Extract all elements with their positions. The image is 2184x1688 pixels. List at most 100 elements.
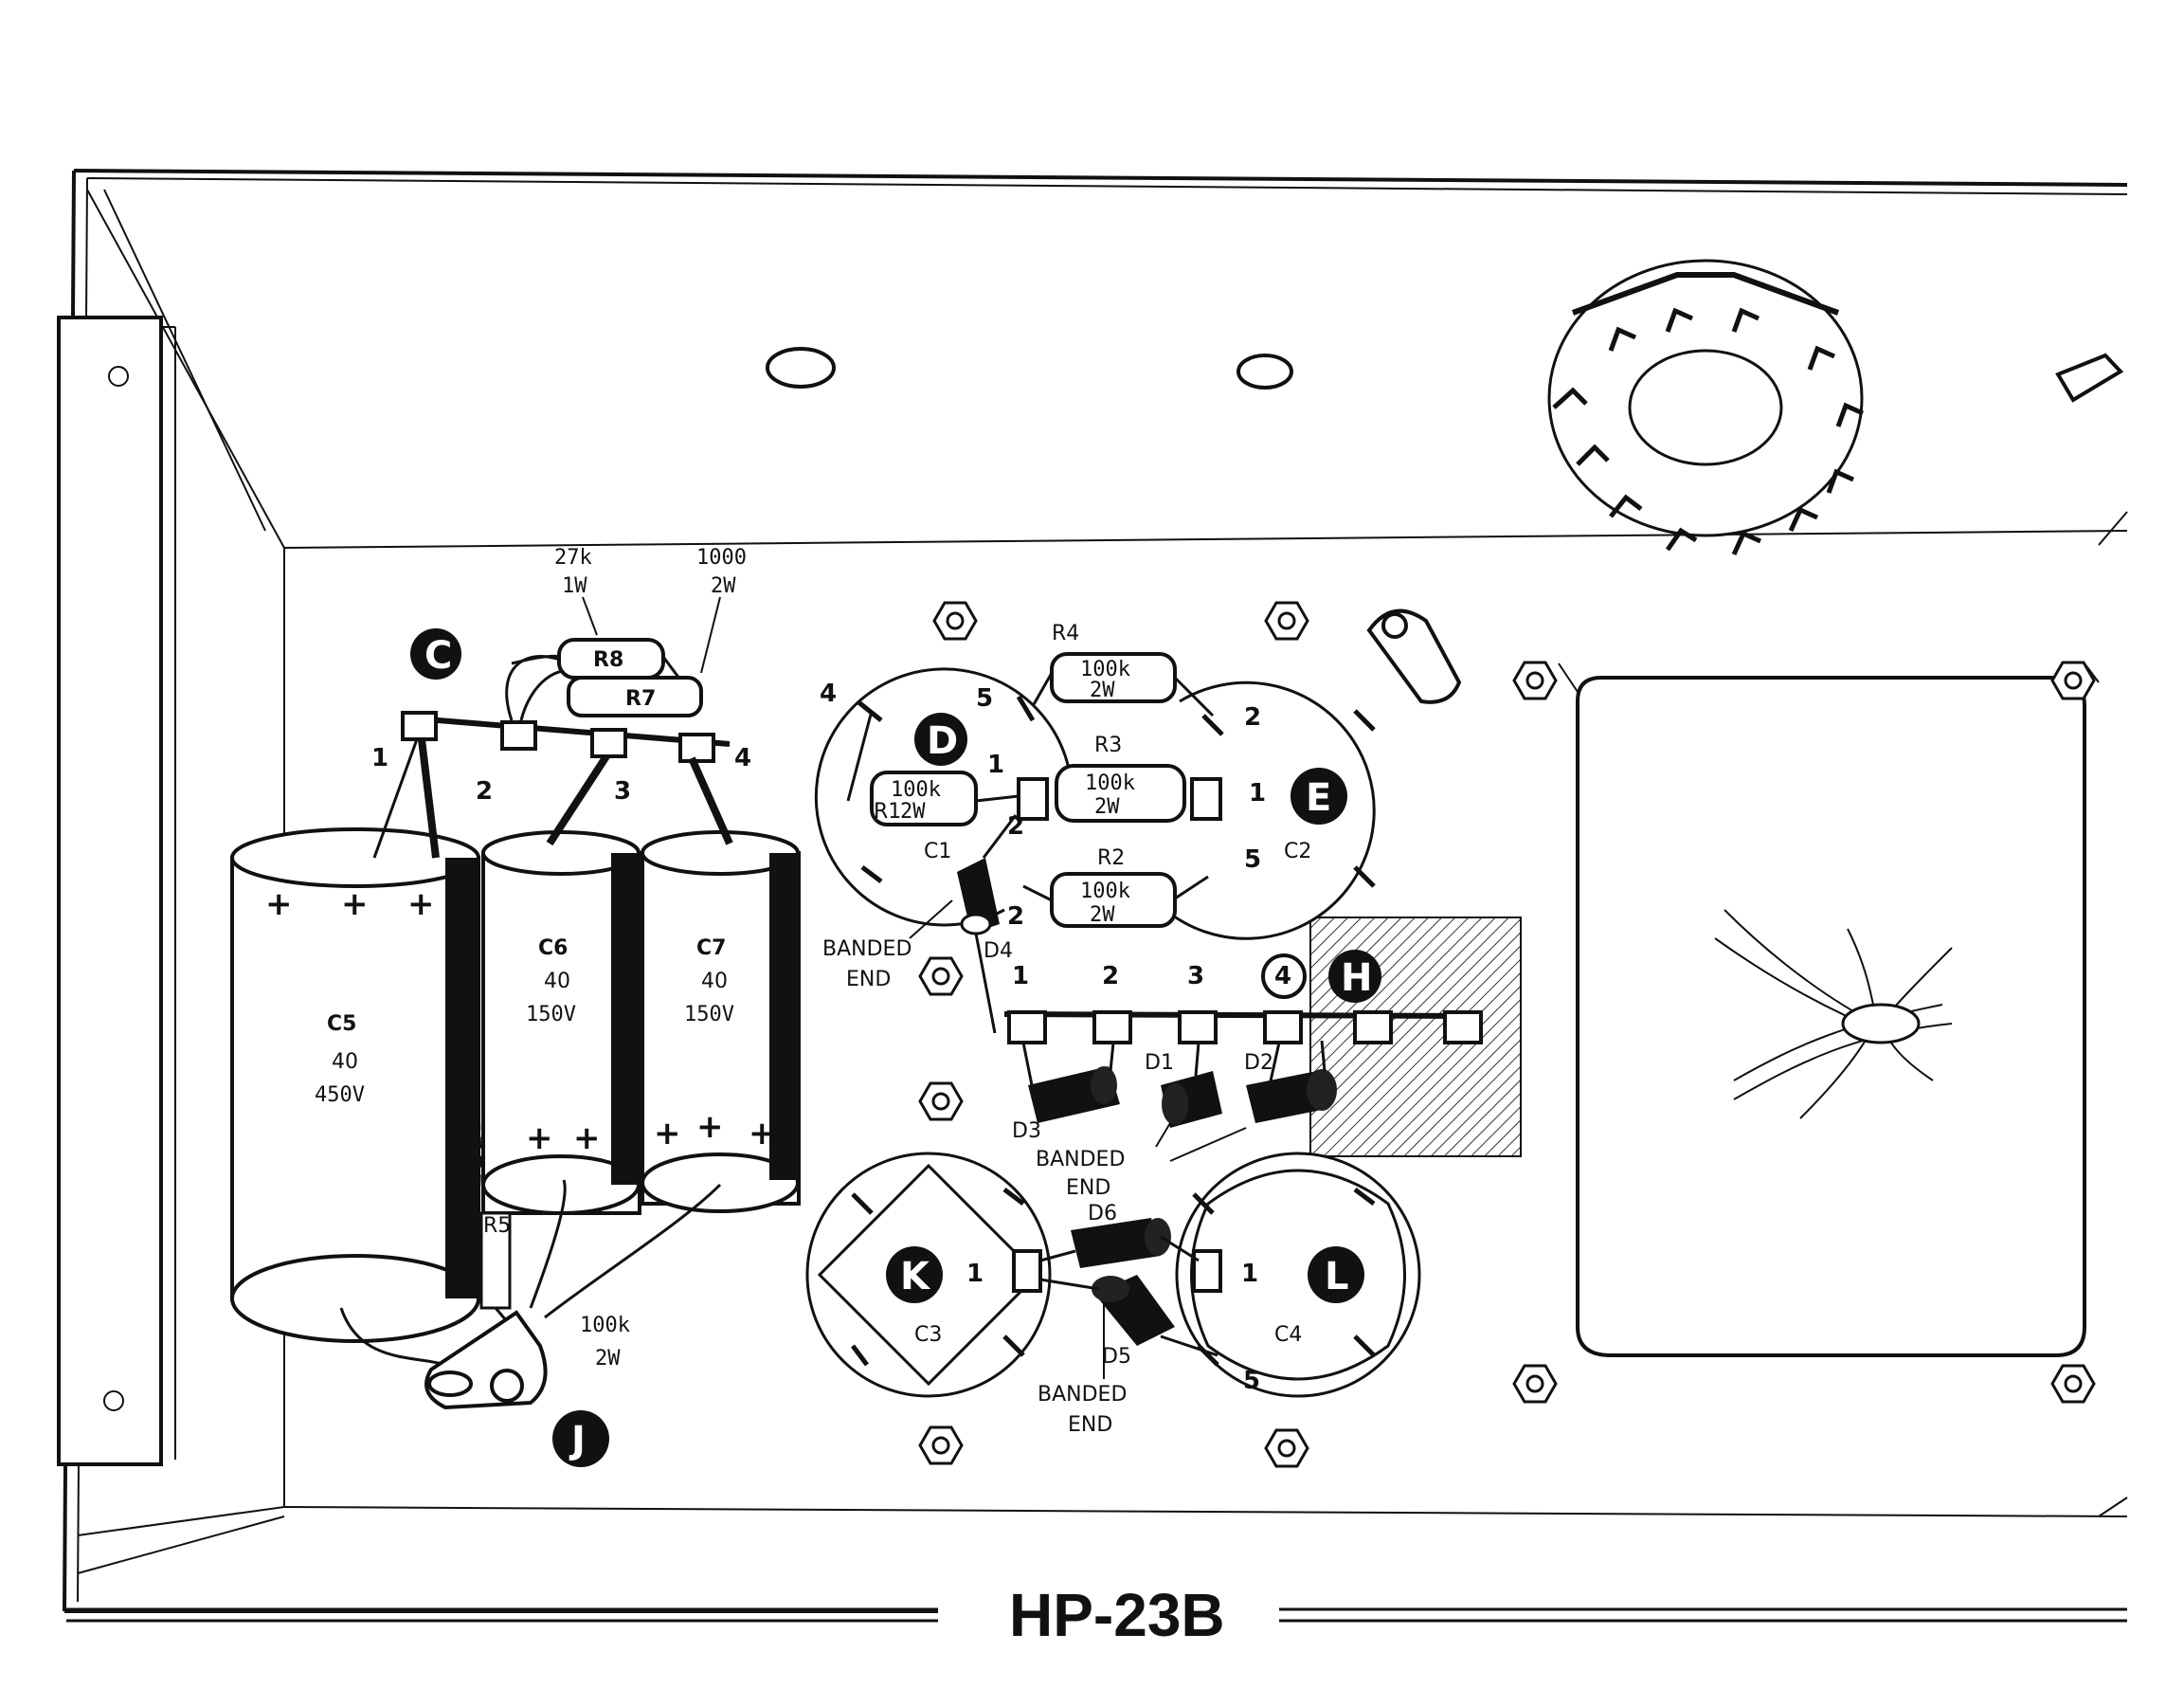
c6-id: C6 (538, 936, 568, 960)
h-term-3: 3 (1187, 962, 1204, 990)
capacitor-c6: + + C6 40 150V (481, 830, 641, 1215)
mounting-bracket (57, 316, 176, 1466)
capacitor-c4-socket (1175, 1152, 1421, 1398)
d5-banded-2: END (1068, 1413, 1112, 1437)
d-term-5: 5 (976, 684, 993, 713)
diode-d3 (1021, 1042, 1120, 1123)
d1-id: D1 (1145, 1051, 1174, 1075)
c7-plus-2: + (696, 1108, 724, 1146)
r7-power: 2W (711, 574, 736, 598)
c7-plus-1: + (654, 1115, 681, 1153)
strip-c-term-2: 2 (476, 777, 493, 806)
callout-c: C (410, 628, 461, 680)
ground-lug (1366, 608, 1462, 704)
resistor-r5 (339, 1179, 722, 1367)
hex-nuts (918, 601, 2096, 1468)
chassis-holes (766, 347, 2124, 403)
c5-plus-3: + (407, 885, 435, 923)
diode-d1 (1161, 1042, 1222, 1128)
diode-d2 (1246, 1040, 1337, 1123)
socket-terminals (1012, 777, 1222, 1293)
e-term-2: 2 (1244, 703, 1261, 732)
h-term-2: 2 (1102, 962, 1119, 990)
r5-id: R5 (483, 1214, 511, 1238)
c5-id: C5 (327, 1012, 356, 1036)
d5-banded-1: BANDED (1038, 1383, 1127, 1407)
d4-banded-2: END (846, 968, 891, 991)
c6-plus-2: + (573, 1119, 601, 1157)
r7-id: R7 (625, 687, 656, 711)
strip-c-term-3: 3 (614, 777, 631, 806)
transformer-plate (1558, 662, 2100, 1357)
c3-id: C3 (914, 1323, 942, 1347)
callout-d: D (914, 713, 967, 766)
capacitor-c7: + + + C7 40 150V (641, 830, 801, 1213)
resistor-r3: 100k 2W (1055, 764, 1186, 823)
l-term-1: 1 (1241, 1260, 1258, 1288)
l-term-5: 5 (1243, 1367, 1260, 1395)
r4-value: 100k (1080, 658, 1130, 681)
r5-power: 2W (595, 1347, 621, 1370)
r5-value: 100k (580, 1314, 630, 1337)
svg-text:H: H (1341, 956, 1372, 1000)
c2-id: C2 (1284, 840, 1311, 863)
r8-value: 27k (554, 546, 592, 570)
resistor-r1: 100k 2W R1 (846, 710, 1020, 826)
svg-text:J: J (569, 1419, 586, 1462)
c7-id: C7 (696, 936, 726, 960)
resistor-r4: 100k 2W (1031, 652, 1215, 717)
resistor-r7: R7 (567, 676, 703, 717)
d2-id: D2 (1244, 1051, 1273, 1075)
callout-h: H (1328, 950, 1381, 1003)
d-term-2b: 2 (1007, 902, 1024, 931)
strip-c-term-4: 4 (734, 744, 751, 772)
r2-id: R2 (1097, 846, 1125, 870)
terminal-strip-h (1003, 953, 1484, 1044)
d1-banded-2: END (1066, 1176, 1110, 1200)
svg-text:D: D (927, 719, 958, 763)
k-term-1: 1 (966, 1260, 984, 1288)
callout-e: E (1291, 768, 1347, 825)
tube-socket (1547, 259, 1865, 556)
c6-voltage: 150V (526, 1003, 576, 1026)
r3-power: 2W (1094, 795, 1120, 819)
r4-power: 2W (1090, 679, 1115, 702)
diode-d5 (1039, 1275, 1218, 1357)
c5-plus-1: + (265, 885, 293, 923)
e-term-1: 1 (1249, 779, 1266, 808)
footer-rules (66, 1607, 2127, 1623)
callout-l: L (1308, 1246, 1364, 1303)
r8-id: R8 (593, 648, 623, 672)
diode-d6 (1039, 1218, 1200, 1268)
r2-power: 2W (1090, 903, 1115, 927)
r1-value: 100k (891, 778, 941, 802)
d1-banded-1: BANDED (1036, 1148, 1125, 1171)
page-title: HP-23B (1009, 1581, 1225, 1649)
d4-id: D4 (984, 939, 1013, 963)
strip-c-term-1: 1 (371, 744, 388, 772)
d-term-1: 1 (987, 751, 1004, 779)
svg-text:C: C (424, 634, 452, 678)
c7-value: 40 (701, 970, 728, 993)
r1-power: 2W (900, 800, 926, 824)
h-term-1: 1 (1012, 962, 1029, 990)
r4-id: R4 (1052, 622, 1079, 645)
d-term-4: 4 (820, 680, 837, 708)
callout-k: K (886, 1246, 943, 1303)
r8-power: 1W (562, 574, 587, 598)
c1-id: C1 (924, 840, 951, 863)
callout-j: J (552, 1410, 609, 1467)
d4-banded-1: BANDED (822, 937, 912, 961)
d5-id: D5 (1102, 1345, 1131, 1369)
capacitor-c2-socket (1164, 681, 1376, 940)
diode-d4 (957, 814, 1018, 1034)
c4-id: C4 (1274, 1323, 1302, 1347)
c7-plus-3: + (749, 1115, 776, 1153)
d6-id: D6 (1088, 1202, 1117, 1225)
c5-plus-2: + (341, 885, 369, 923)
c5-voltage: 450V (315, 1083, 365, 1107)
svg-text:K: K (900, 1255, 931, 1298)
r3-id: R3 (1094, 734, 1122, 757)
